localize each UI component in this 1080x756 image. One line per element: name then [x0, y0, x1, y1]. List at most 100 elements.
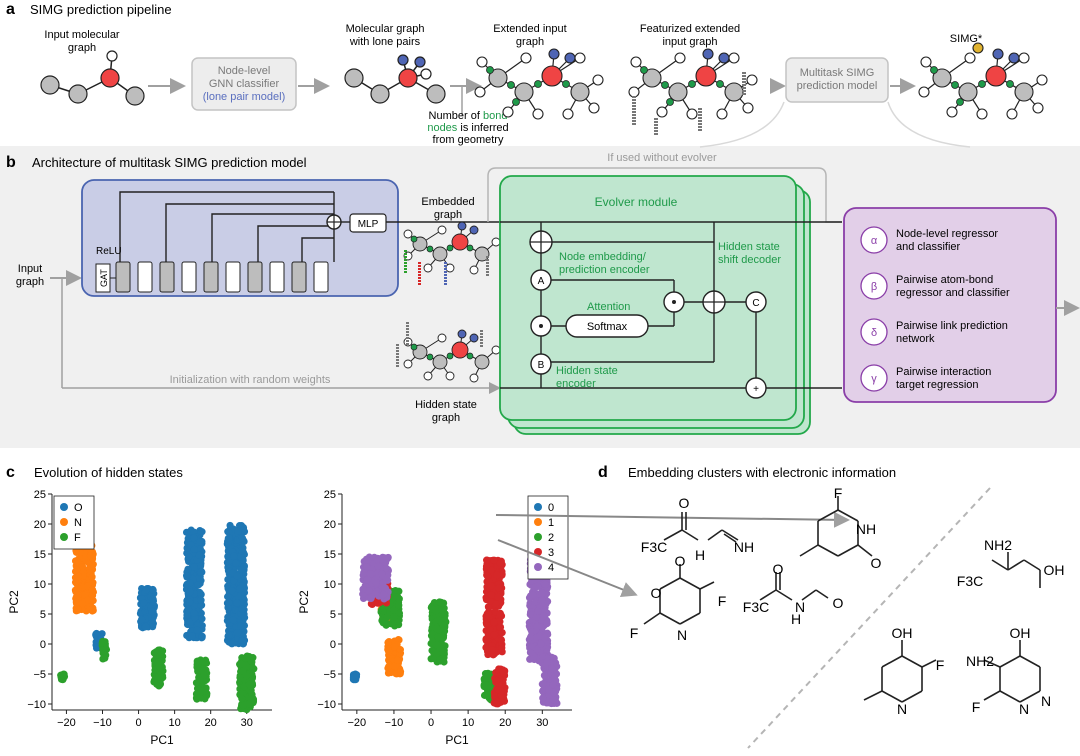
evolver-module-label: Evolver module [595, 195, 678, 209]
scatter-point [185, 553, 193, 561]
bond [801, 589, 817, 601]
scatter-point [488, 646, 496, 654]
scatter-point [384, 638, 392, 647]
scatter-point [239, 636, 247, 645]
scatter-point [359, 585, 368, 593]
bond-nodes-note: Number of bond [429, 110, 508, 122]
head-symbol: γ [871, 373, 877, 385]
legend-label: 3 [548, 547, 554, 559]
bond [723, 533, 737, 543]
atom-label: H [695, 547, 705, 563]
x-tick-label: 20 [499, 717, 511, 729]
atom-label: NH2 [966, 653, 994, 669]
head-label: target regression [896, 379, 979, 391]
scatter-point [439, 648, 447, 657]
scatter-point [88, 591, 97, 599]
scatter-point [224, 604, 232, 612]
legend-label: 2 [548, 532, 554, 544]
legend-label: O [74, 502, 83, 514]
scatter-point [248, 674, 256, 682]
input-molecule [40, 50, 145, 106]
y-tick-label: 15 [34, 549, 46, 561]
scatter-point [487, 582, 495, 590]
atom-label: N [677, 627, 687, 643]
x-tick-label: 10 [462, 717, 474, 729]
scatter-point [432, 606, 440, 615]
atom-label: F3C [957, 573, 983, 589]
legend-label: F [74, 532, 81, 544]
scatter-point [496, 617, 504, 626]
scatter-point [190, 609, 198, 617]
scatter-point [140, 599, 148, 607]
bond [1019, 690, 1041, 703]
y-tick-label: 0 [40, 639, 46, 651]
scatter-point [155, 682, 163, 690]
scatter-point [526, 633, 534, 642]
scatter-point [73, 566, 81, 574]
scatter-point [149, 623, 157, 631]
bond [901, 690, 923, 703]
scatter-point [435, 616, 443, 624]
head-symbol: α [871, 235, 878, 247]
scatter-point [196, 568, 205, 576]
scatter-point [190, 563, 198, 571]
scatter-point [238, 695, 246, 703]
atom-label: N [897, 701, 907, 717]
scatter-point [379, 579, 387, 587]
scatter-point [486, 626, 494, 634]
scatter-point [200, 658, 208, 666]
scatter-point [538, 596, 546, 604]
scatter-point [78, 600, 87, 608]
scatter-point [88, 573, 96, 581]
scatter-point [395, 609, 404, 617]
atom-label: H [791, 611, 801, 627]
scatter-point [532, 613, 540, 621]
y-tick-label: 20 [34, 519, 46, 531]
scatter-point [540, 634, 549, 642]
bond [659, 577, 681, 590]
atom-label: O [871, 555, 882, 571]
atom-label: F [972, 699, 981, 715]
scatter-point [149, 586, 157, 594]
atom-label: O [675, 553, 686, 569]
scatter-point [194, 581, 202, 589]
scatter-point [224, 593, 232, 601]
scatter-point [493, 676, 501, 685]
scatter-point [158, 672, 167, 680]
scatter-point [71, 578, 80, 586]
panel-d-title: Embedding clusters with electronic infor… [628, 465, 896, 480]
scatter-point [537, 640, 545, 648]
scatter-point [498, 644, 506, 652]
scatter-point [438, 606, 446, 614]
x-tick-label: 10 [168, 717, 180, 729]
scatter-point [148, 607, 156, 616]
scatter-point [396, 646, 404, 654]
legend-marker [534, 548, 542, 556]
y-tick-label: −10 [27, 699, 46, 711]
atom-label: O [651, 585, 662, 601]
scatter-point [543, 619, 551, 628]
atom-label: O [773, 561, 784, 577]
scatter-point [390, 613, 399, 621]
bond [1007, 559, 1025, 571]
scatter-point [226, 521, 234, 530]
legend-marker [60, 533, 68, 541]
featurized-molecule [628, 48, 758, 135]
scatter-point [190, 545, 198, 554]
head-symbol: δ [871, 327, 877, 339]
legend-marker [534, 533, 542, 541]
bond [837, 509, 859, 522]
atom-label: F [718, 593, 727, 609]
bond [837, 544, 859, 557]
scatter-point [142, 586, 150, 594]
scatter-point [363, 563, 371, 571]
scatter-point [352, 671, 361, 679]
scatter-point [367, 593, 375, 602]
y-tick-label: 5 [330, 609, 336, 621]
extended-molecule [474, 48, 604, 120]
